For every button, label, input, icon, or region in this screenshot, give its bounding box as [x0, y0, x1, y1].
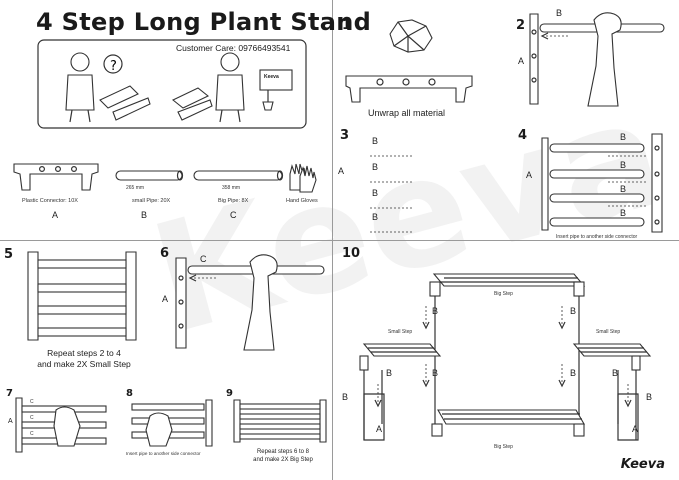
person-with-phone-icon [215, 52, 245, 123]
step-3-label-b-4: B [372, 212, 379, 222]
step-9-number: 9 [226, 388, 233, 399]
step-7-label-a: A [8, 418, 13, 425]
step-10-label-a-1: A [376, 424, 383, 434]
step-10-label-b-8: B [612, 368, 619, 378]
step-2-number: 2 [516, 18, 526, 33]
part-caption-small-pipe: small Pipe: 20X [132, 198, 171, 204]
confused-person-icon: ? [65, 52, 123, 123]
step-7-illustration [15, 397, 107, 453]
horizontal-divider [0, 240, 679, 241]
step-10-number: 10 [342, 246, 361, 261]
step-5-number: 5 [4, 247, 14, 262]
step-8-caption: Insert pipe to another side connector [126, 451, 201, 456]
hand-icon [53, 406, 81, 447]
step-6-label-c: C [200, 254, 207, 264]
part-letter-c: C [230, 210, 237, 220]
step-10-label-b-2: B [570, 306, 577, 316]
page-title: 4 Step Long Plant Stand [36, 8, 372, 36]
step-4-caption: Insert pipe to another side connector [556, 234, 638, 240]
vertical-divider [332, 0, 333, 480]
part-big-pipe [193, 170, 284, 181]
step-2-illustration [529, 12, 665, 107]
brand-logo: Keeva [620, 457, 665, 472]
step-4-number: 4 [518, 128, 528, 143]
step-3-illustration [370, 155, 412, 233]
step-6-label-a: A [162, 294, 169, 304]
big-pipe-dimension: 358 mm [222, 185, 241, 191]
step-10-label-a-2: A [632, 424, 639, 434]
step-4-label-b-3: B [620, 184, 627, 194]
step-5-caption-line-2: and make 2X Small Step [37, 359, 131, 370]
final-assembly-illustration [359, 273, 652, 441]
hand-icon [145, 412, 173, 447]
small-step-frame [27, 251, 137, 341]
step-4-label-b-1: B [620, 132, 627, 142]
step-6-number: 6 [160, 246, 170, 261]
step-2-label-a: A [518, 56, 525, 66]
step-10-label-b-3: B [432, 368, 439, 378]
small-pipe-dimension: 265 mm [126, 185, 145, 191]
box-logo-text: Keeva [264, 74, 279, 80]
step-9-caption-line-2: and make 2X Big Step [253, 457, 313, 464]
step-6-illustration [175, 254, 325, 351]
step-4-illustration [541, 133, 663, 233]
wrapped-material-icon [389, 19, 433, 53]
big-step-frame [233, 399, 327, 443]
customer-care-number: Customer Care: 09766493541 [176, 43, 291, 53]
part-letter-a: A [52, 210, 59, 220]
step-3-label-b-1: B [372, 136, 379, 146]
big-step-top-label: Big Step [494, 291, 513, 297]
step-8-illustration [131, 399, 213, 447]
step-3-label-b-3: B [372, 188, 379, 198]
step-1-number: 1 [342, 18, 352, 33]
part-caption-gloves: Hand Gloves [286, 198, 318, 204]
part-caption-connector: Plastic Connector: 10X [22, 198, 78, 204]
step-10-label-b-4: B [570, 368, 577, 378]
small-step-right-label: Small Step [596, 329, 621, 335]
part-letter-b: B [141, 210, 148, 220]
intro-illustration: ? [37, 39, 307, 129]
step-4-label-a: A [526, 170, 533, 180]
step-3-label-a: A [338, 166, 345, 176]
step-10-label-b-7: B [386, 368, 393, 378]
step-1-caption: Unwrap all material [368, 108, 446, 118]
svg-text:?: ? [110, 59, 117, 74]
step-10-label-b-5: B [342, 392, 349, 402]
gloves-icon [289, 163, 317, 193]
step-8-number: 8 [126, 388, 133, 399]
step-10-label-b-1: B [432, 306, 439, 316]
step-9-caption-line-1: Repeat steps 6 to 8 [256, 449, 310, 455]
step-2-label-b: B [556, 8, 563, 18]
step-1-connector [345, 75, 473, 103]
big-step-bottom-label: Big Step [494, 444, 513, 450]
step-9-caption: Repeat steps 6 to 8 and make 2X Big Step [238, 448, 328, 464]
part-caption-big-pipe: Big Pipe: 8X [218, 198, 249, 204]
step-3-label-b-2: B [372, 162, 379, 172]
step-5-caption-line-1: Repeat steps 2 to 4 [47, 348, 121, 358]
hand-icon [587, 12, 622, 107]
part-small-pipe [115, 170, 184, 181]
step-10-label-b-6: B [646, 392, 653, 402]
hand-icon [243, 254, 278, 351]
part-plastic-connector [13, 163, 99, 191]
step-7-label-c-1: C [30, 399, 34, 405]
step-7-label-c-3: C [30, 431, 34, 437]
step-5-caption: Repeat steps 2 to 4 and make 2X Small St… [22, 348, 146, 371]
step-4-label-b-2: B [620, 160, 627, 170]
step-3-number: 3 [340, 128, 350, 143]
step-7-number: 7 [6, 388, 13, 399]
small-step-left-label: Small Step [388, 329, 413, 335]
step-7-label-c-2: C [30, 415, 34, 421]
step-4-label-b-4: B [620, 208, 627, 218]
